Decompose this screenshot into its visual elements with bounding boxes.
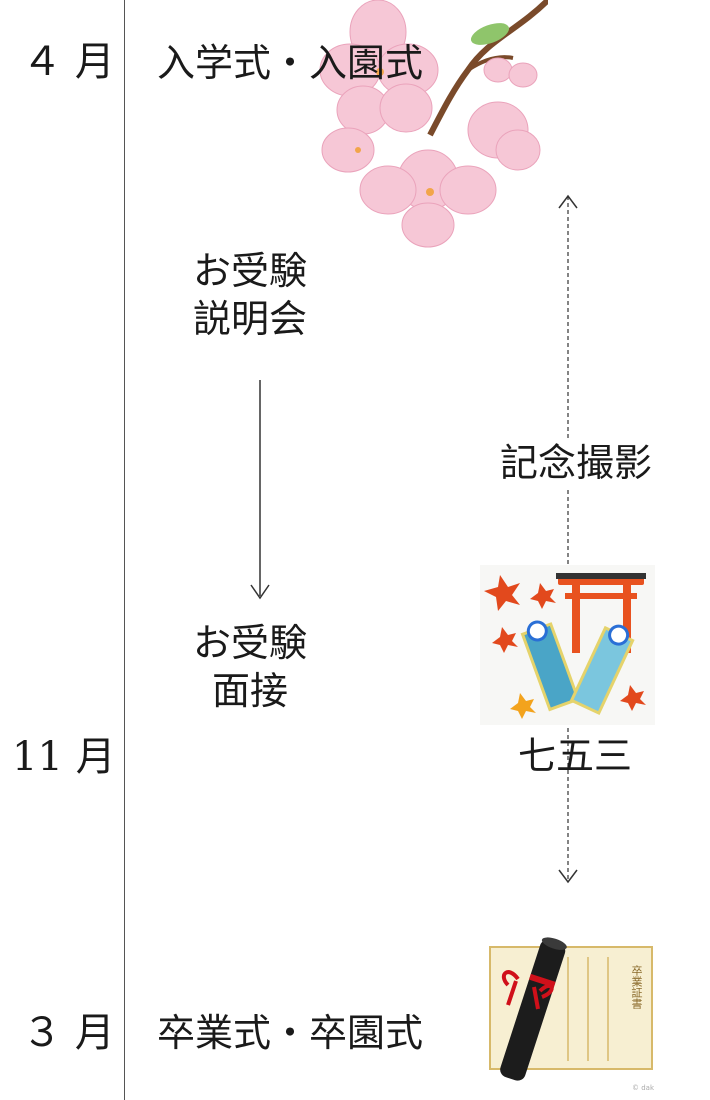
month-label-march: ３ 月	[22, 1010, 115, 1056]
exam-arrow	[250, 380, 270, 600]
exam-briefing-line2: 説明会	[193, 296, 308, 341]
event-commemorative-photo: 記念撮影	[500, 440, 653, 488]
event-graduation-ceremony: 卒業式・卒園式	[157, 1011, 424, 1055]
event-exam-briefing: お受験 説明会	[193, 248, 307, 343]
month-label-november: 11 月	[12, 734, 116, 780]
exam-briefing-line1: お受験	[193, 249, 308, 293]
diploma-scroll-icon	[489, 937, 653, 1081]
exam-interview-line2: 面接	[212, 668, 289, 713]
event-exam-interview: お受験 面接	[193, 620, 307, 715]
photo-period-arrow	[558, 194, 578, 884]
torii-chitoseame-icon	[480, 565, 655, 725]
diploma-title: 卒業証書	[630, 965, 643, 1009]
copyright-mark: © dak	[632, 1084, 655, 1092]
exam-interview-line1: お受験	[193, 621, 308, 665]
cherry-blossom-icon	[319, 0, 548, 248]
timeline-line	[124, 0, 125, 1100]
event-shichigosan: 七五三	[518, 734, 633, 778]
month-label-april: ４ 月	[22, 39, 115, 85]
event-entrance-ceremony: 入学式・入園式	[157, 41, 424, 85]
